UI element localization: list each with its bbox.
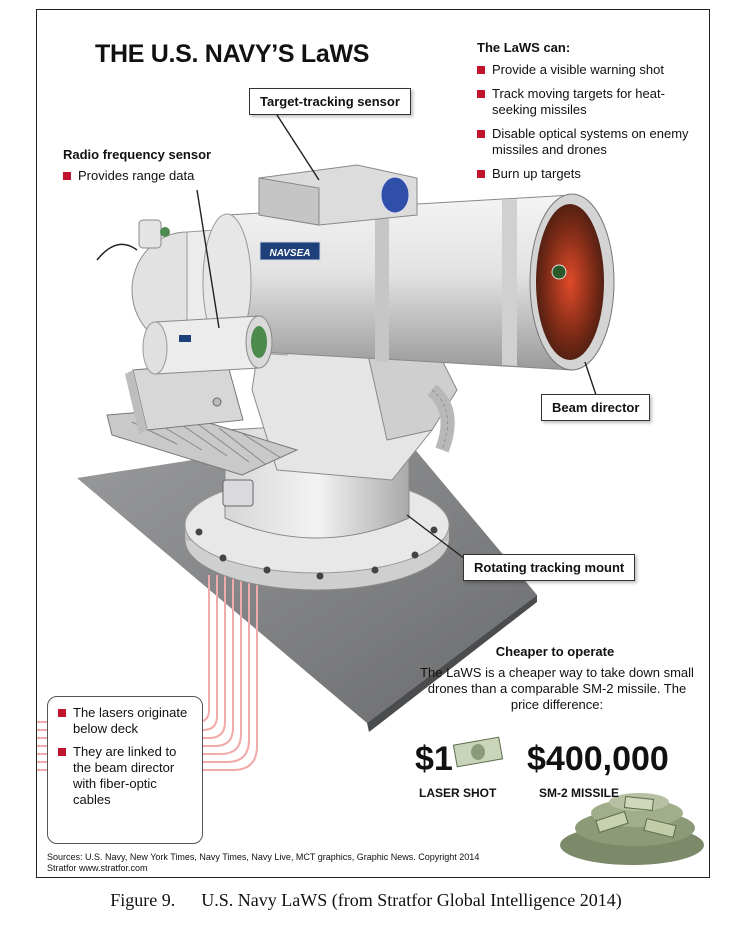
leader-beam-director <box>584 361 598 399</box>
capability-item: Disable optical systems on enemy missile… <box>477 126 707 158</box>
leader-target-tracking <box>276 114 320 181</box>
red-bullet-icon <box>63 172 71 180</box>
figure-number: Figure 9. <box>110 890 176 910</box>
capability-item: Provide a visible warning shot <box>477 62 707 78</box>
rf-sensor <box>154 315 260 375</box>
infographic-title: THE U.S. NAVY’S LaWS <box>95 40 370 68</box>
laser-shot-label: LASER SHOT <box>419 786 497 800</box>
red-bullet-icon <box>477 130 485 138</box>
figure-caption-text: U.S. Navy LaWS (from Stratfor Global Int… <box>201 890 622 910</box>
laser-shot-price: $1 <box>415 740 453 778</box>
missile-price: $400,000 <box>527 740 669 778</box>
infographic-frame: NAVSEA <box>36 9 710 878</box>
figure-caption: Figure 9. U.S. Navy LaWS (from Stratfor G… <box>0 890 732 911</box>
capabilities-heading: The LaWS can: <box>477 40 571 55</box>
navsea-badge-text: NAVSEA <box>270 248 311 259</box>
below-deck-notes: The lasers originate below deck They are… <box>47 696 203 844</box>
dollar-bill-icon <box>452 736 504 768</box>
red-bullet-icon <box>477 90 485 98</box>
beam-director-label: Beam director <box>541 394 651 421</box>
radio-frequency-sensor-note: Provides range data <box>63 168 194 183</box>
radio-frequency-sensor-label: Radio frequency sensor <box>63 147 212 162</box>
money-pile-icon <box>560 793 704 865</box>
target-tracking-sensor-label: Target-tracking sensor <box>249 88 411 115</box>
sources-credit: Sources: U.S. Navy, New York Times, Navy… <box>47 852 480 873</box>
red-bullet-icon <box>58 709 66 717</box>
red-bullet-icon <box>477 66 485 74</box>
leader-rf-sensor <box>196 189 220 329</box>
red-bullet-icon <box>58 748 66 756</box>
cost-description: The LaWS is a cheaper way to take down s… <box>420 665 694 712</box>
main-barrel <box>226 194 573 371</box>
capability-item: Track moving targets for heat-seeking mi… <box>477 86 707 118</box>
leader-rotating-mount <box>406 514 470 563</box>
capabilities-list: Provide a visible warning shot Track mov… <box>477 62 707 190</box>
red-bullet-icon <box>477 170 485 178</box>
missile-label: SM-2 MISSILE <box>539 786 620 800</box>
deck-note-item: They are linked to the beam director wit… <box>58 744 194 808</box>
navsea-badge <box>259 241 321 261</box>
rotating-tracking-mount-label: Rotating tracking mount <box>463 554 636 581</box>
deck-note-item: The lasers originate below deck <box>58 705 194 737</box>
laws-illustration: NAVSEA <box>37 114 704 865</box>
cost-heading: Cheaper to operate <box>495 644 615 659</box>
capability-item: Burn up targets <box>477 166 707 182</box>
